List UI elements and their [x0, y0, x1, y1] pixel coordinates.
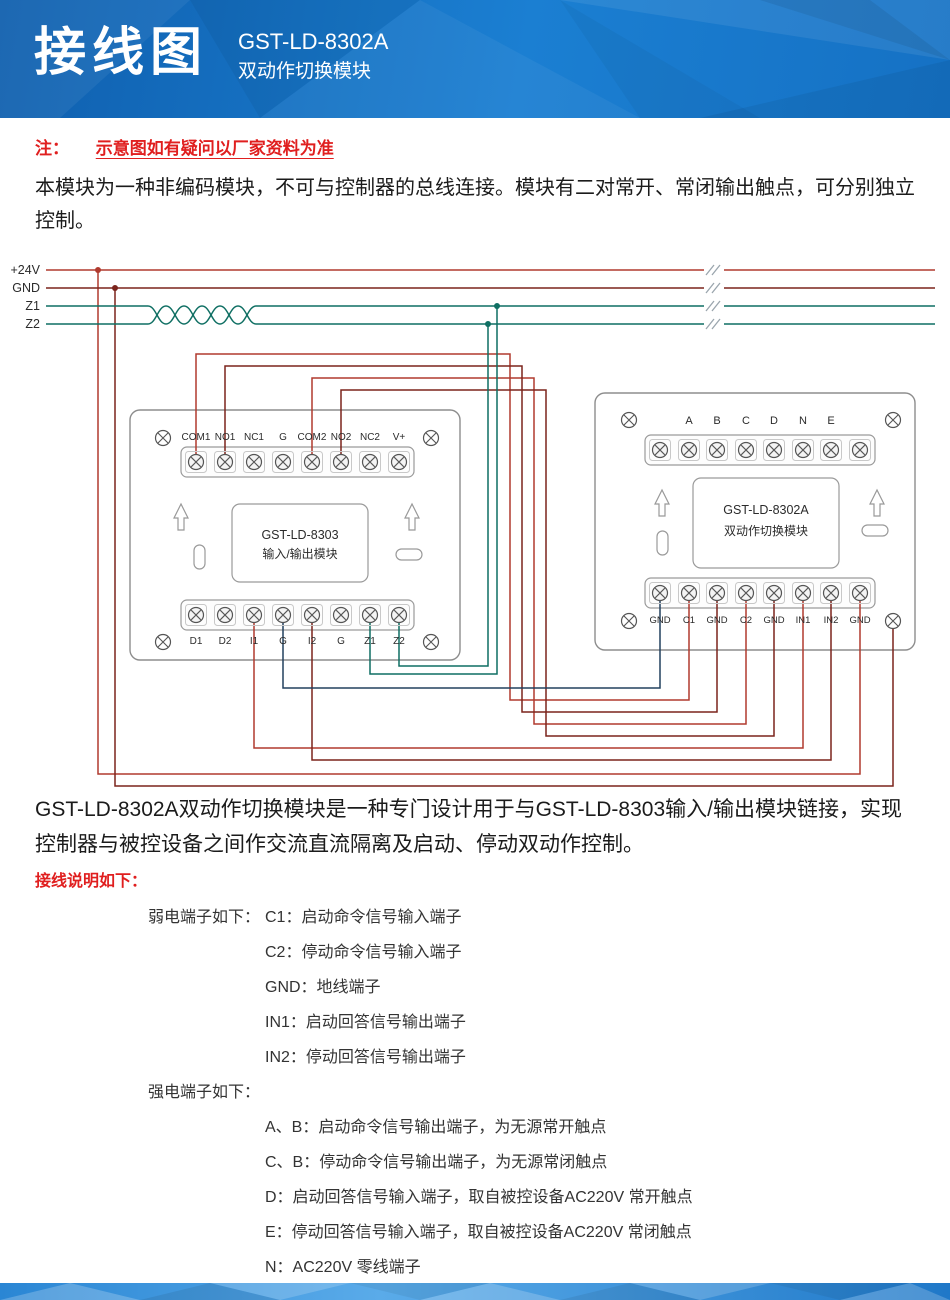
weak-terminals-list: C1：启动命令信号输入端子 C2：停动命令信号输入端子 GND：地线端子 IN1…: [265, 900, 466, 1075]
terminal-label: IN1: [796, 615, 811, 626]
left-module: GST-LD-8303 输入/输出模块: [129, 409, 461, 661]
bus-labels: +24V GND Z1 Z2: [10, 263, 40, 331]
description-paragraph: GST-LD-8302A双动作切换模块是一种专门设计用于与GST-LD-8303…: [35, 798, 902, 856]
list-item: IN2：停动回答信号输出端子: [265, 1049, 466, 1066]
terminal-label: NO1: [215, 432, 236, 443]
weak-terminals-section: 弱电端子如下： C1：启动命令信号输入端子 C2：停动命令信号输入端子 GND：…: [148, 900, 950, 1075]
terminal-label: C2: [740, 615, 752, 626]
header-subtitle-block: GST-LD-8302A 双动作切换模块: [238, 28, 388, 85]
bus-break-marks: [704, 260, 724, 332]
indicator-capsule: [395, 548, 423, 561]
footer-bar: [0, 1283, 950, 1300]
list-item: E：停动回答信号输入端子，取自被控设备AC220V 常闭触点: [265, 1224, 692, 1241]
wires-red: [46, 269, 935, 775]
note-prefix: 注：: [35, 139, 69, 158]
bus-label-z2: Z2: [25, 317, 40, 331]
wires-teal: [46, 305, 935, 675]
list-item: C2：停动命令信号输入端子: [265, 944, 462, 961]
terminal-label: I2: [308, 636, 317, 647]
mount-screw-icon: [422, 633, 440, 651]
terminal-label: NC1: [244, 432, 264, 443]
strong-terminals-list: A、B：启动命令信号输出端子，为无源常开触点 C、B：停动命令信号输出端子，为无…: [265, 1110, 950, 1285]
header-model: GST-LD-8302A: [238, 29, 389, 54]
terminal-label: G: [337, 636, 345, 647]
mount-screw-icon: [884, 411, 902, 429]
mount-screw-icon: [620, 411, 638, 429]
terminal-label: C1: [683, 615, 695, 626]
terminal-label: V+: [393, 432, 406, 443]
terminal-label: IN2: [824, 615, 839, 626]
terminal-label: C: [742, 415, 750, 427]
right-module-top-terminal-labels: A B C D N E: [685, 415, 834, 427]
junction-dots: [95, 267, 500, 327]
mount-screw-icon: [620, 612, 638, 630]
left-module-name: GST-LD-8303: [261, 528, 338, 542]
terminal-label: Z1: [364, 636, 376, 647]
note-text: 示意图如有疑问以厂家资料为准: [95, 139, 334, 158]
banner-facet-pattern: [0, 0, 950, 118]
page-title: 接线图: [34, 24, 209, 82]
intro-paragraph: 本模块为一种非编码模块，不可与控制器的总线连接。模块有二对常开、常闭输出触点，可…: [35, 177, 915, 232]
right-module: GST-LD-8302A 双动作切换模块: [594, 392, 916, 651]
right-module-name: GST-LD-8302A: [723, 503, 809, 517]
list-item: A、B：启动命令信号输出端子，为无源常开触点: [265, 1119, 607, 1136]
list-item: C1：启动命令信号输入端子: [265, 909, 462, 926]
list-item: GND：地线端子: [265, 979, 381, 996]
bus-label-z1: Z1: [25, 299, 40, 313]
wiring-diagram-svg: +24V GND Z1 Z2 GST-LD-8303 输入/输出模块: [10, 260, 935, 787]
terminal-label: B: [713, 415, 720, 427]
terminal-label: N: [799, 415, 807, 427]
terminal-label: NO2: [331, 432, 352, 443]
right-module-bottom-terminal-labels: GND C1 GND C2 GND IN1 IN2 GND: [649, 615, 870, 626]
right-module-subname: 双动作切换模块: [724, 524, 808, 538]
terminal-label: I1: [250, 636, 259, 647]
indicator-capsule: [861, 524, 889, 537]
header-subtitle: 双动作切换模块: [238, 61, 372, 82]
mount-screw-icon: [154, 429, 172, 447]
list-item: N：AC220V 零线端子: [265, 1259, 421, 1276]
instructions-heading: 接线说明如下：: [35, 873, 148, 890]
left-module-bottom-terminal-labels: D1 D2 I1 G I2 G Z1 Z2: [190, 636, 406, 647]
terminal-label: COM1: [182, 432, 211, 443]
indicator-capsule: [656, 530, 669, 556]
terminal-label: D1: [190, 636, 203, 647]
indicator-capsule: [193, 544, 206, 570]
mount-screw-icon: [154, 633, 172, 651]
left-module-top-terminal-labels: COM1 NO1 NC1 G COM2 NO2 NC2 V+: [182, 432, 406, 443]
list-item: IN1：启动回答信号输出端子: [265, 1014, 466, 1031]
terminal-label: E: [827, 415, 834, 427]
header-banner: 接线图 GST-LD-8302A 双动作切换模块: [0, 0, 950, 118]
list-item: D：启动回答信号输入端子，取自被控设备AC220V 常开触点: [265, 1189, 693, 1206]
terminal-label: D: [770, 415, 778, 427]
weak-terminals-label: 弱电端子如下：: [148, 909, 261, 926]
terminal-label: G: [279, 432, 287, 443]
terminal-label: GND: [849, 615, 870, 626]
mount-screw-icon: [884, 612, 902, 630]
list-item: C、B：停动命令信号输出端子，为无源常闭触点: [265, 1154, 608, 1171]
note-line: 注： 示意图如有疑问以厂家资料为准: [35, 138, 915, 160]
wires-dark-red: [46, 287, 935, 787]
terminal-label: Z2: [393, 636, 405, 647]
terminal-label: GND: [706, 615, 727, 626]
terminal-label: A: [685, 415, 693, 427]
terminal-label: G: [279, 636, 287, 647]
footer-facet-pattern: [0, 1283, 950, 1300]
terminal-label: D2: [219, 636, 232, 647]
terminal-label: COM2: [298, 432, 327, 443]
terminal-label: GND: [763, 615, 784, 626]
wires-navy: [282, 593, 661, 689]
mount-screw-icon: [422, 429, 440, 447]
left-module-subname: 输入/输出模块: [262, 546, 337, 561]
wiring-diagram: +24V GND Z1 Z2 GST-LD-8303 输入/输出模块: [0, 252, 950, 792]
bus-label-gnd: GND: [12, 281, 40, 295]
bus-label-24v: +24V: [10, 263, 40, 277]
terminal-label: GND: [649, 615, 670, 626]
terminal-label: NC2: [360, 432, 380, 443]
strong-terminals-label: 强电端子如下：: [148, 1084, 261, 1101]
